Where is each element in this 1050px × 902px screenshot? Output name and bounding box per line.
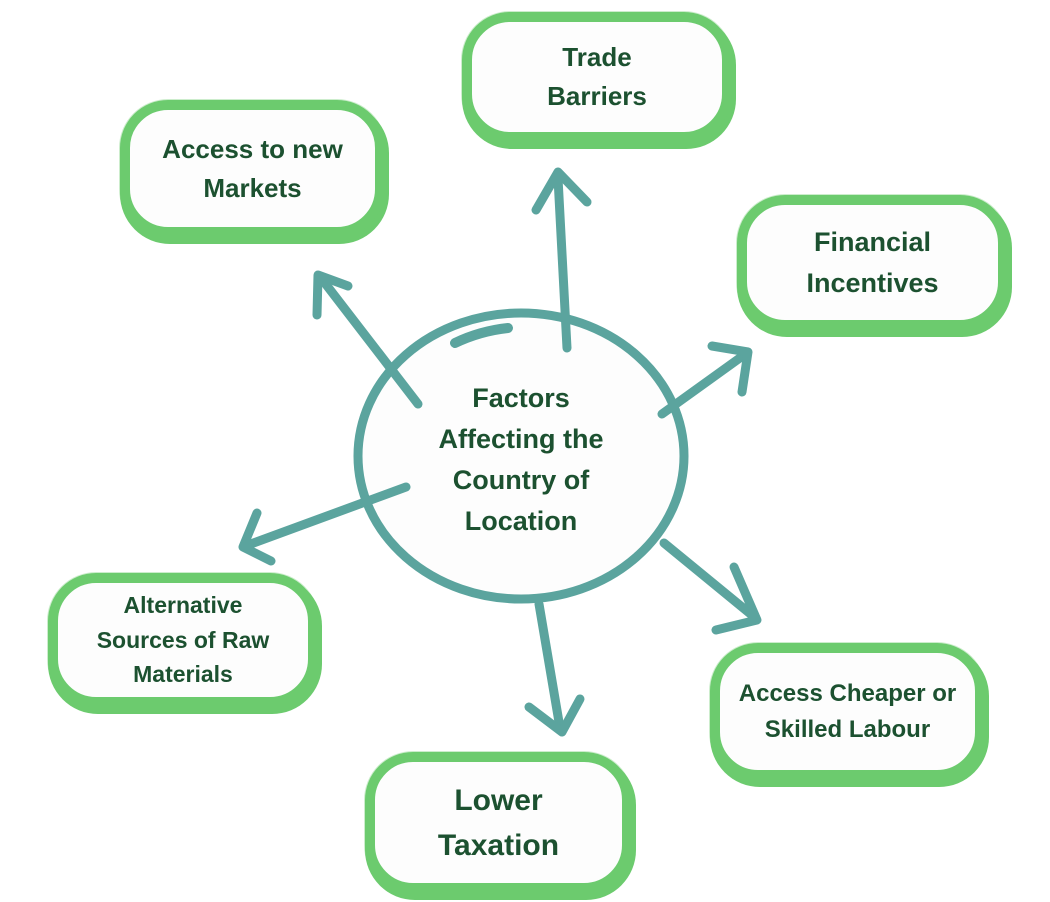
node-cheap-skilled-labour: Access Cheaper or Skilled Labour bbox=[710, 643, 985, 780]
arrow-to-cheap-skilled-labour bbox=[659, 538, 762, 635]
node-label: Access to new Markets bbox=[162, 133, 343, 203]
arrow-to-alt-raw-materials bbox=[238, 482, 411, 566]
arrow-to-trade-barriers bbox=[531, 167, 592, 353]
node-alt-raw-materials: Alternative Sources of Raw Materials bbox=[48, 573, 318, 707]
center-node-label: Factors Affecting the Country of Locatio… bbox=[438, 383, 604, 537]
node-label: Financial Incentives bbox=[806, 227, 939, 298]
node-label: Trade Barriers bbox=[547, 42, 647, 111]
node-access-new-markets: Access to new Markets bbox=[120, 100, 385, 237]
arrow-to-financial-incentives bbox=[657, 341, 753, 419]
node-label: Alternative Sources of Raw Materials bbox=[96, 592, 270, 688]
node-label: Lower Taxation bbox=[437, 783, 560, 862]
node-label: Access Cheaper or Skilled Labour bbox=[738, 679, 957, 743]
arrow-to-access-new-markets bbox=[312, 270, 423, 409]
node-financial-incentives: Financial Incentives bbox=[737, 195, 1008, 330]
node-trade-barriers: Trade Barriers bbox=[462, 12, 732, 142]
center-ellipse bbox=[353, 308, 689, 604]
arrow-to-lower-taxation bbox=[524, 599, 585, 737]
center-ellipse-overlap-stroke bbox=[450, 323, 513, 348]
node-lower-taxation: Lower Taxation bbox=[365, 752, 632, 893]
